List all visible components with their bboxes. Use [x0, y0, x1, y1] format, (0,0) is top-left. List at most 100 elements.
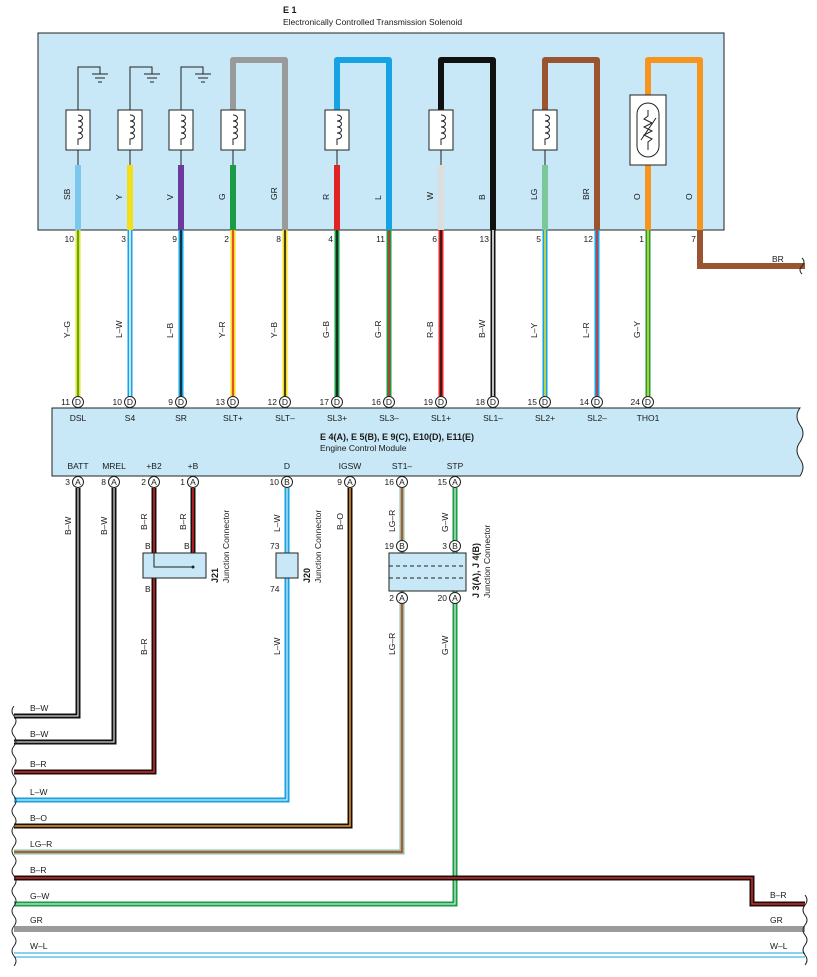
harness-wire-label: L–R	[581, 322, 591, 338]
j3-j4-pin: 3	[442, 541, 447, 551]
wire-label: LG–R	[387, 510, 397, 532]
harness-wire-label: Y–B	[269, 322, 279, 338]
br-output-label: BR	[772, 254, 784, 264]
bus-label: B–O	[30, 813, 47, 823]
terminal-letter: D	[127, 397, 133, 407]
terminal-letter: D	[438, 397, 444, 407]
wire-label: L–W	[272, 515, 282, 532]
harness-wire-label: L–Y	[529, 323, 539, 338]
pin-number: 10	[113, 397, 123, 407]
pin-name: SL2+	[535, 413, 555, 423]
bus-label-right: B–R	[770, 890, 787, 900]
pin-name: SL2–	[587, 413, 607, 423]
pin-number: 9	[172, 234, 177, 244]
pin-number: 5	[536, 234, 541, 244]
ground-icon	[92, 73, 211, 83]
terminal-circle	[148, 476, 160, 488]
bus-label: B–W	[30, 703, 48, 713]
wire-label: O	[632, 193, 642, 200]
wire-bo-igsw	[14, 488, 353, 829]
terminal-letter: D	[542, 397, 548, 407]
terminal: A1+B	[180, 461, 199, 488]
harness-wire-label: Y–R	[217, 321, 227, 338]
wire-label: R	[321, 194, 331, 200]
wire-label: LG	[529, 189, 539, 200]
wire-label: GR	[269, 187, 279, 200]
j21-connector	[142, 552, 207, 579]
pin-number: 11	[376, 234, 385, 244]
wire-label: B–R	[139, 638, 149, 655]
wire-label: B–R	[139, 513, 149, 530]
terminal-circle	[344, 476, 356, 488]
j20-pin: 74	[270, 584, 280, 594]
terminal-circle	[72, 396, 84, 408]
pin-number: 2	[224, 234, 229, 244]
terminal-letter: A	[399, 477, 405, 487]
pin-name: SL1+	[431, 413, 451, 423]
wire-label: BR	[581, 188, 591, 200]
wire-label: SB	[62, 188, 72, 200]
pin-name: MREL	[102, 461, 126, 471]
j3-j4-pin: 19	[385, 541, 395, 551]
j20-desc: Junction Connector	[313, 510, 323, 583]
solenoid-ground-lines	[77, 66, 204, 110]
bus-label: W–L	[30, 941, 48, 951]
terminal-letter: A	[151, 477, 157, 487]
terminal-circle	[108, 476, 120, 488]
pin-name: +B	[188, 461, 199, 471]
harness-wire-label: L–B	[165, 323, 175, 338]
terminal-letter: A	[190, 477, 196, 487]
pin-name: STP	[447, 461, 464, 471]
wire-br-bus	[14, 875, 805, 907]
j3-j4-terminals	[396, 540, 461, 604]
wire-break-icon	[11, 705, 17, 967]
j21-pin: B	[145, 584, 151, 594]
pin-name: DSL	[70, 413, 87, 423]
terminal-letter: A	[399, 593, 405, 603]
harness-wire-label: Y–G	[62, 321, 72, 338]
pin-number: 14	[580, 397, 590, 407]
terminal-letter: B	[399, 541, 405, 551]
wire-label: B–O	[335, 513, 345, 530]
pin-number: 16	[385, 477, 395, 487]
j3-j4-desc: Junction Connector	[482, 525, 492, 598]
terminal: A2+B2	[141, 461, 162, 488]
ecm-name: Engine Control Module	[320, 443, 407, 453]
wire-label: L	[373, 195, 383, 200]
bus-label: B–R	[30, 759, 47, 769]
lower-wire-labels: B–W B–W B–R B–R L–W B–O LG–R G–W B–R L–W…	[63, 510, 450, 655]
j21-desc: Junction Connector	[221, 510, 231, 583]
pin-number: 2	[141, 477, 146, 487]
pin-name: THO1	[637, 413, 660, 423]
j21-internal	[153, 553, 193, 568]
pin-name: S4	[125, 413, 136, 423]
pin-name: IGSW	[339, 461, 362, 471]
terminal-letter: D	[75, 397, 81, 407]
pin-number: 1	[639, 234, 644, 244]
solenoid-ref: E 1	[283, 5, 297, 15]
bus-label-right: W–L	[770, 941, 788, 951]
wire-label: L–W	[272, 638, 282, 655]
j21-pin: B	[145, 541, 151, 551]
harness-wire-label: L–W	[114, 321, 124, 338]
j3-j4-pin: 2	[389, 593, 394, 603]
wire-lgr-st1	[14, 488, 405, 855]
wire-label: LG–R	[387, 633, 397, 655]
pin-number: 1	[180, 477, 185, 487]
bus-label: GR	[30, 915, 43, 925]
wire-bw-mrel	[14, 488, 117, 745]
pin-number: 4	[328, 234, 333, 244]
wire-lw-d	[14, 488, 290, 803]
wire-label: Y	[114, 194, 124, 200]
